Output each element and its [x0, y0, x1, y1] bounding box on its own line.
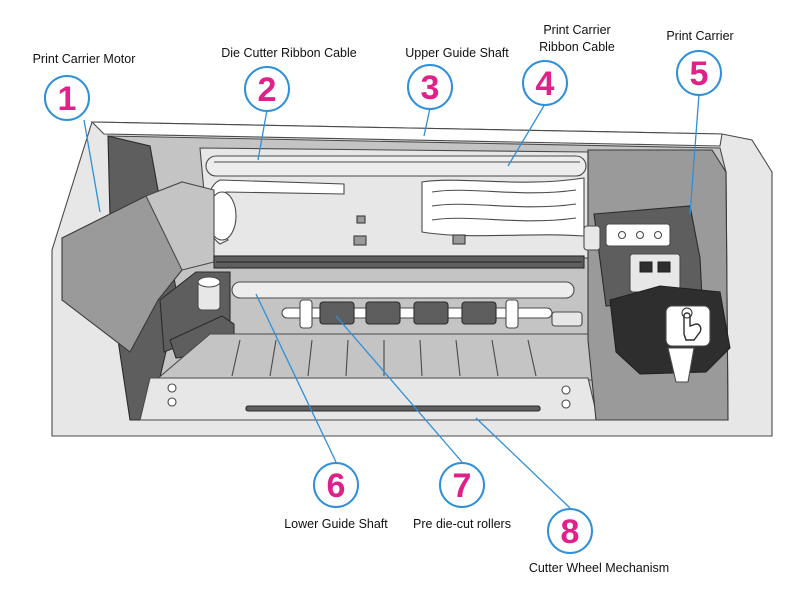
callout-number: 1 [58, 80, 77, 118]
callout-label: Cutter Wheel Mechanism [529, 561, 669, 575]
callout-label: Print Carrier [666, 29, 733, 43]
top-lid-strip [90, 121, 723, 147]
callout-2: Die Cutter Ribbon Cable 2 [221, 46, 357, 112]
callout-number: 2 [258, 71, 277, 109]
callout-number: 4 [536, 65, 555, 103]
callout-ring [547, 508, 593, 554]
callout-ring [676, 50, 722, 96]
callout-4: Print Carrier Ribbon Cable 4 [522, 23, 615, 106]
callout-number: 3 [421, 69, 440, 107]
callout-ring [439, 462, 485, 508]
cutter-wheel-mechanism [139, 377, 599, 421]
callout-number: 7 [453, 467, 472, 505]
paper-path [154, 333, 597, 381]
callout-ring [407, 64, 453, 110]
callout-1: Print Carrier Motor 1 [33, 52, 136, 121]
motor-side-panel [145, 181, 215, 271]
callout-label: Die Cutter Ribbon Cable [221, 46, 357, 60]
cutter-slot [245, 405, 541, 412]
callout-number: 5 [690, 55, 709, 93]
print-carrier-ribbon-cable [421, 177, 585, 237]
callout-6: 6 Lower Guide Shaft [284, 462, 388, 531]
callout-label: Print Carrier [543, 23, 610, 37]
callout-3: Upper Guide Shaft 3 [405, 46, 509, 110]
callout-label: Upper Guide Shaft [405, 46, 509, 60]
callout-7: 7 Pre die-cut rollers [413, 462, 511, 531]
callout-ring [522, 60, 568, 106]
hand-touch-icon [681, 307, 702, 341]
callout-number: 6 [327, 467, 346, 505]
callout-ring [44, 75, 90, 121]
callout-number: 8 [561, 513, 580, 551]
paper-guide-ribs [231, 339, 537, 377]
callout-label: Print Carrier Motor [33, 52, 136, 66]
upper-guide-shaft [205, 155, 587, 177]
callout-5: Print Carrier 5 [666, 29, 734, 96]
callout-label: Ribbon Cable [539, 40, 615, 54]
callout-label: Pre die-cut rollers [413, 517, 511, 531]
callout-8: 8 Cutter Wheel Mechanism [529, 508, 669, 575]
callout-ring [313, 462, 359, 508]
callout-label: Lower Guide Shaft [284, 517, 388, 531]
lower-guide-shaft [231, 281, 575, 299]
pre-die-cut-rollers [299, 299, 519, 329]
callout-ring [244, 66, 290, 112]
printer-illustration [51, 121, 773, 437]
leader-lines [83, 93, 700, 509]
